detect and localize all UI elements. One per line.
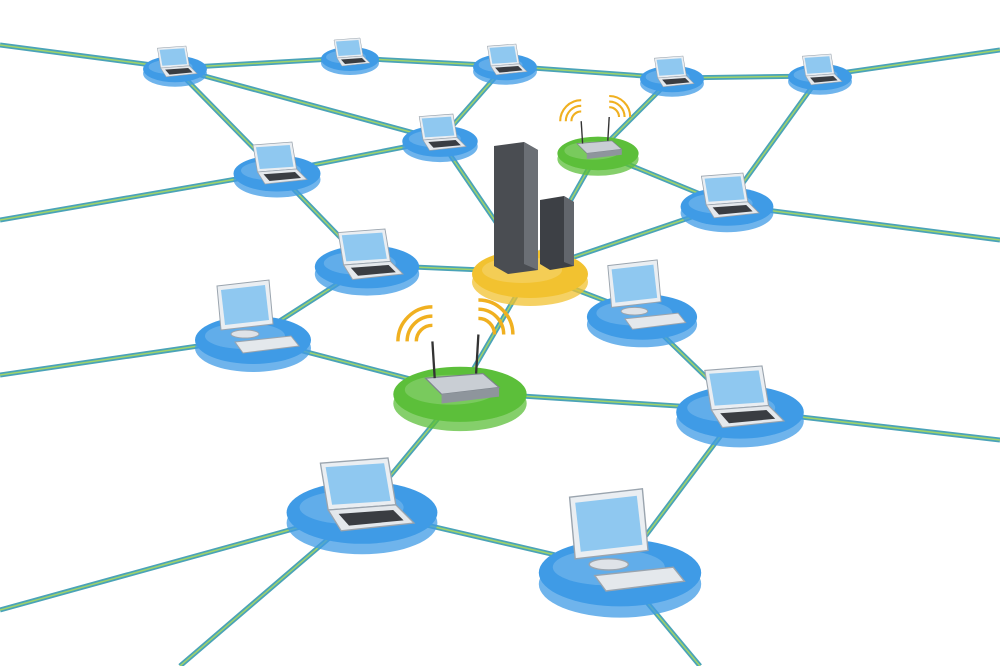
- network-node-laptop: [143, 45, 207, 87]
- wifi-signal-icon: [396, 298, 515, 342]
- network-node-laptop: [402, 113, 478, 163]
- network-node-desktop: [586, 259, 698, 348]
- network-node-laptop: [286, 457, 438, 555]
- desktop-computer-icon: [568, 488, 686, 592]
- network-cables: [0, 42, 1000, 666]
- network-nodes: [143, 37, 852, 618]
- laptop-icon: [704, 365, 786, 429]
- network-node-router: [557, 94, 639, 176]
- network-node-laptop: [314, 228, 420, 296]
- laptop-icon: [319, 457, 416, 532]
- network-node-desktop: [195, 279, 311, 372]
- network-node-laptop: [788, 53, 852, 95]
- laptop-icon: [157, 45, 198, 78]
- laptop-icon: [700, 172, 760, 219]
- wifi-signal-icon: [559, 94, 632, 122]
- network-node-laptop: [676, 365, 804, 448]
- laptop-icon: [333, 37, 371, 67]
- laptop-icon: [337, 228, 404, 280]
- network-node-laptop: [233, 141, 321, 198]
- wifi-router-icon: [576, 116, 623, 159]
- laptop-icon: [418, 113, 467, 151]
- laptop-icon: [252, 141, 308, 185]
- laptop-icon: [802, 53, 843, 86]
- laptop-icon: [654, 55, 695, 88]
- network-node-laptop: [640, 55, 704, 97]
- laptop-icon: [487, 43, 528, 76]
- desktop-computer-icon: [216, 279, 300, 354]
- cable-stripe: [0, 171, 278, 221]
- network-node-laptop: [321, 37, 379, 75]
- cable-stripe: [174, 67, 441, 141]
- network-node-desktop: [538, 488, 702, 618]
- cable-stripe: [819, 49, 1000, 77]
- wifi-router-icon: [424, 334, 501, 404]
- network-node-server: [472, 142, 588, 306]
- network-node-laptop: [680, 172, 774, 233]
- desktop-computer-icon: [607, 259, 687, 330]
- network-node-laptop: [473, 43, 537, 85]
- server-icon: [494, 142, 574, 274]
- network-node-router: [393, 298, 527, 432]
